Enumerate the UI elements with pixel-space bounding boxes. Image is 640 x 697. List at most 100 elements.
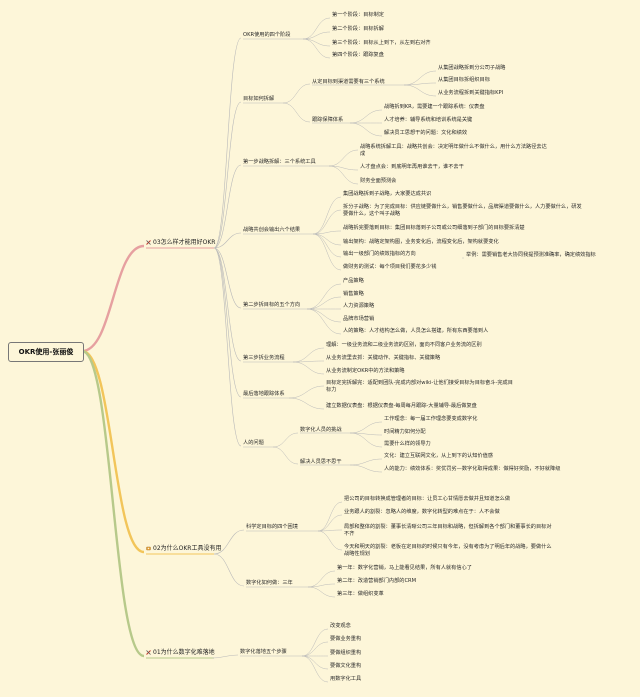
connector-line (272, 432, 299, 448)
leaf-item[interactable]: 要做组织重构 (330, 650, 362, 656)
leaf-item[interactable]: 局部和整体的割裂：董事长清晰公司三年目标和战略，但拆解到各个部门和董事长的目标对… (344, 524, 552, 537)
connector-line (349, 458, 383, 466)
section-label[interactable]: 第三步拆业务流程 (243, 355, 285, 361)
leaf-item[interactable]: 战略拆到KR，需要建一个跟踪系统：仪表盘 (384, 104, 485, 110)
connector-line (213, 247, 242, 447)
leaf-item[interactable]: 做财务的测试：每个项目我们要花多少钱 (343, 264, 437, 270)
branch-connector (81, 349, 145, 554)
leaf-item[interactable]: 工作理念：每一届工作理念要变成数字化 (384, 416, 478, 422)
leaf-item[interactable]: 把公司的目标转换成管理者的目标：让员工心甘情愿去做并且知道怎么做 (344, 496, 511, 502)
connector-line (312, 196, 342, 235)
section-label[interactable]: 数字化如何做：三年 (246, 580, 293, 586)
section-label[interactable]: 第二步拆目标的五个方向 (243, 302, 301, 308)
connector-line (301, 655, 329, 683)
connector-line (292, 347, 325, 363)
subsection-label[interactable]: 跟踪保障体系 (312, 117, 344, 123)
leaf-item[interactable]: 要做文化重构 (330, 663, 362, 669)
connector-line (307, 586, 336, 598)
leaf-item[interactable]: 解决员工思想干的问题：文化和绩效 (384, 130, 468, 136)
connector-line (213, 101, 242, 249)
subsection-label[interactable]: 从定目标到渠道需要有三个系统 (312, 79, 385, 85)
leaf-item[interactable]: 时间精力如何分配 (384, 429, 426, 435)
section-label[interactable]: OKR使用的四个阶段 (243, 32, 291, 38)
connector-line (301, 628, 329, 657)
section-label[interactable]: 最后落地跟踪体系 (243, 391, 285, 397)
connector-line (317, 501, 343, 532)
leaf-item[interactable]: 第三个阶段：目标从上到下，从左到右对齐 (332, 40, 431, 46)
connector-line (349, 109, 383, 124)
leaf-item[interactable]: 从集团目标拆组织目标 (438, 77, 490, 83)
connector-line (312, 233, 342, 258)
connector-line (213, 37, 242, 249)
leaf-item[interactable]: 人才培养：辅导系统和培训系统是关键 (384, 117, 473, 123)
leaf-item[interactable]: 财务全面预测会 (360, 178, 397, 184)
connector-line (301, 655, 329, 670)
branch-2-label[interactable]: 02为什么OKR工具没有用 (146, 545, 221, 553)
leaf-item[interactable]: 战略拆完要落到目标：集团目标落到子公司或公司细落到子部门的目标要拆清楚 (343, 225, 525, 231)
connector-line (328, 165, 359, 185)
leaf-item[interactable]: 产品策略 (343, 278, 364, 284)
section-label[interactable]: 人的问题 (243, 440, 264, 446)
leaf-item[interactable]: 人的能力：绩效体系：奖优罚劣—数字化取得成果：做得好奖励，不好就降级 (384, 466, 561, 472)
leaf-item[interactable]: 从集团战略拆到分公司子战略 (438, 65, 506, 71)
connector-line (302, 38, 331, 47)
leaf-item[interactable]: 第一个阶段：目标制定 (332, 12, 384, 18)
leaf-item[interactable]: 集团战略拆到子战略，大家要达成共识 (343, 191, 432, 197)
leaf-item[interactable]: 输出一级部门的绩效指标的方向 (343, 251, 416, 257)
leaf-item[interactable]: 从业务流制定OKR中的方法和策略 (326, 368, 405, 374)
connector-line (312, 209, 342, 235)
leaf-item[interactable]: 战略系统拆解工具：战略共创会：决定明年做什么不做什么，用什么方法路径去达成 (360, 144, 547, 157)
connector-line (307, 583, 336, 588)
section-label[interactable]: 目标如何拆解 (243, 96, 275, 102)
leaf-item[interactable]: 人才盘点会：到底明年再用谁去干，谁不去干 (360, 164, 464, 170)
connector-line (282, 83, 311, 104)
leaf-item[interactable]: 理解：一级业务流和二级业务流的区别，面向不同客户业务流的区别 (326, 342, 482, 348)
connector-line (349, 122, 383, 137)
leaf-item[interactable]: 文化：建立互联网文化，从上到下的认知价值感 (384, 453, 493, 459)
section-label[interactable]: 第一步战略拆解：三个系统工具 (243, 159, 316, 165)
connector-line (213, 232, 242, 249)
leaf-item[interactable]: 从业务流里去抓：关键动作、关键指标、关键策略 (326, 355, 441, 361)
leaf-item[interactable]: 第三年：做组织变革 (337, 591, 384, 597)
connector-line (301, 641, 329, 657)
leaf-item[interactable]: 第四个阶段：跟踪复盘 (332, 52, 384, 58)
leaf-item[interactable]: 第二个阶段：目标拆解 (332, 26, 384, 32)
leaf-item[interactable]: 拆分子战略：为了完成目标：供应链要做什么，销售要做什么，品牌渠道要做什么，人力要… (343, 204, 582, 217)
leaf-item[interactable]: 要做业务重构 (330, 636, 362, 642)
leaf-item[interactable]: 销售策略 (343, 291, 364, 297)
subsection-label[interactable]: 数字化人员的挑战 (300, 427, 342, 433)
branch-connector (81, 349, 145, 658)
connector-line (302, 31, 331, 40)
branch-1-label[interactable]: 03怎么样才能用好OKR (146, 239, 215, 247)
connector-line (403, 82, 437, 86)
leaf-item[interactable]: 品牌市场营销 (343, 316, 375, 322)
leaf-item[interactable]: 输出架构：战略定架构图，业务变化后，流程变化后，架构就要变化 (343, 239, 499, 245)
subsection-label[interactable]: 解决人员思不思干 (300, 459, 342, 465)
leaf-item[interactable]: 需要什么样的领导力 (384, 441, 431, 447)
leaf-item[interactable]: 业务跟人的割裂：忽略人的维度，数字化转型的难点在于：人不会做 (344, 509, 500, 515)
leaf-item[interactable]: 第二年：改造营销部门内部的CRM (337, 578, 417, 584)
leaf-item[interactable]: 从业务流程拆到关键指标KPI (438, 90, 504, 96)
side-note[interactable]: 举例：需要销售老大协同我提预测准确率，确定绩效指标 (466, 252, 596, 258)
connector-line (306, 308, 342, 335)
section-label[interactable]: 数字化落地五个步骤 (240, 649, 287, 655)
leaf-item[interactable]: 改变观念 (330, 623, 351, 629)
leaf-item[interactable]: 用数字化工具 (330, 676, 362, 682)
branch-3-label[interactable]: 01为什么数字化难落地 (146, 649, 215, 657)
connector-line (403, 84, 437, 97)
section-label[interactable]: 战略共创会输出六个结果 (243, 227, 301, 233)
section-label[interactable]: 科学定目标的四个困境 (246, 524, 298, 530)
connector-line (282, 102, 311, 123)
leaf-item[interactable]: 人的策略：人才结构怎么做，人员怎么搭建，所有东西要落到人 (343, 328, 489, 334)
leaf-item[interactable]: 第一年：数字化营销，马上能看见结果，所有人就有信心了 (337, 565, 472, 571)
leaf-item[interactable]: 目标定完拆解完：适配到团队-完成内部对wiki-让他们接受目标为目标奋斗-完成目… (326, 380, 513, 393)
branch-connector (81, 244, 145, 353)
leaf-item[interactable]: 今天和明天的割裂：老板在定目标的时候只有今年，没有考虑为了明后年的战略，要做什么… (344, 544, 552, 557)
leaf-item[interactable]: 建立数据仪表盘：根据仪表盘-每周每月跟踪-大量辅导-最后做复盘 (326, 403, 477, 409)
connector-line (288, 385, 325, 399)
connector-line (213, 247, 242, 362)
root-node[interactable]: OKR使用-张丽俊 (8, 342, 84, 362)
puzzle-icon (146, 546, 151, 551)
leaf-item[interactable]: 人力资源策略 (343, 303, 375, 309)
